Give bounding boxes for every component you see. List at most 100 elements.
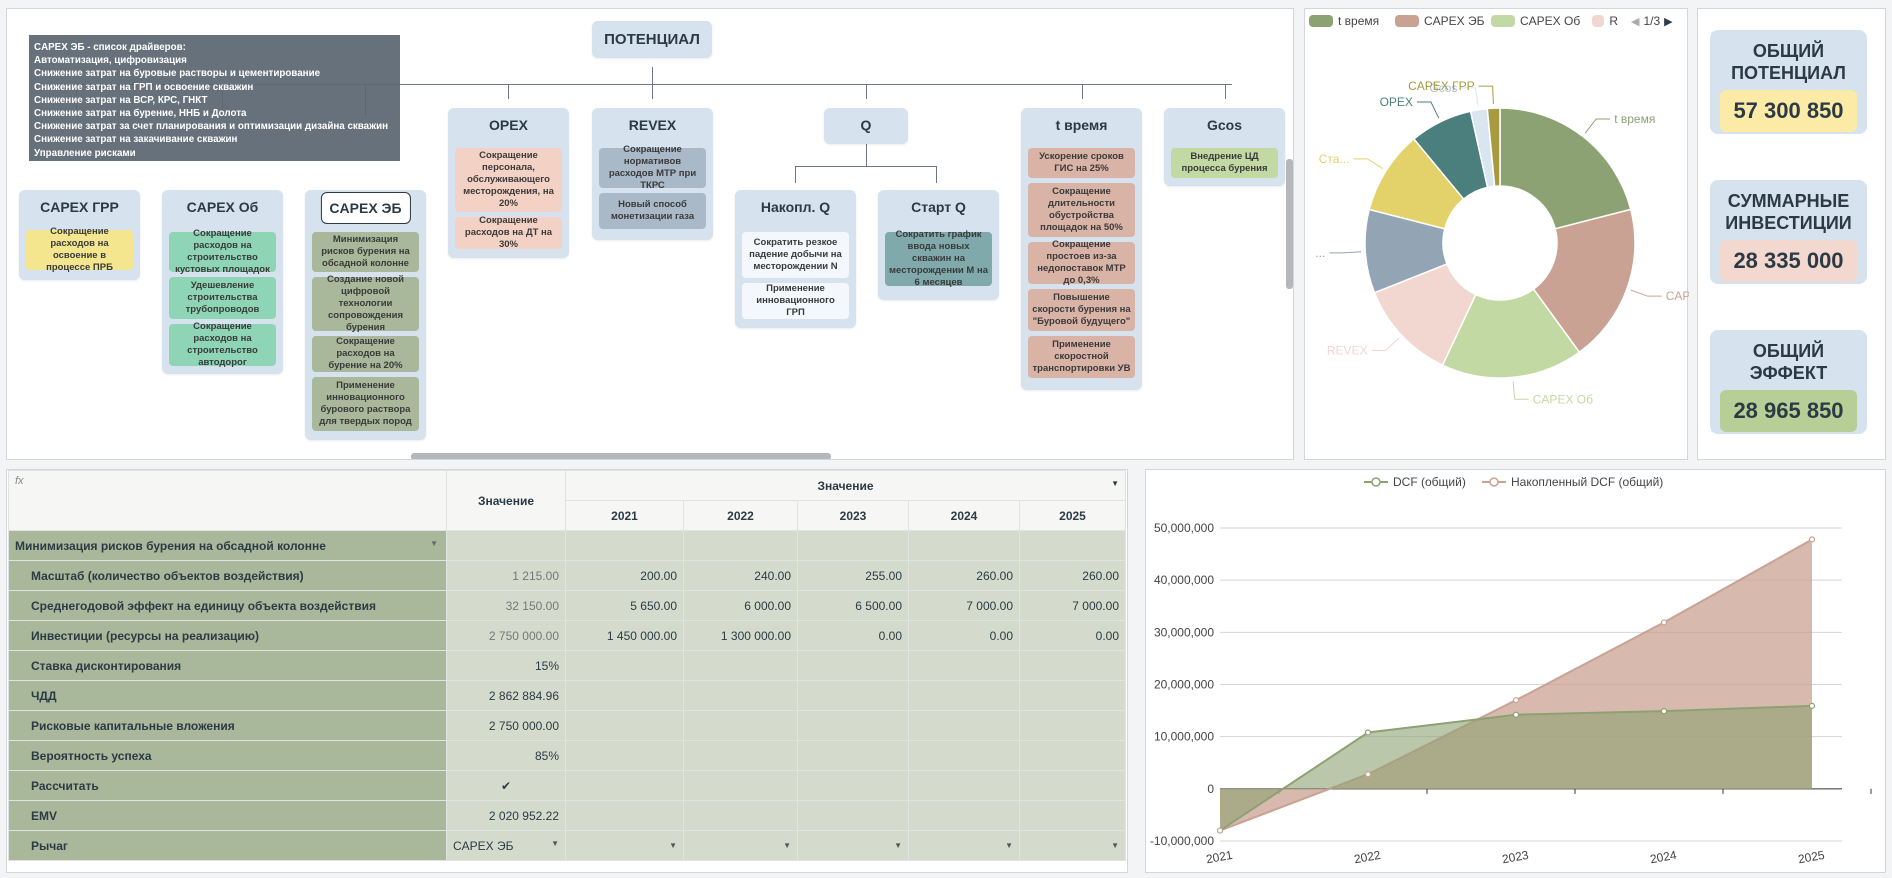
year-cell[interactable]: 0.00 (1019, 620, 1126, 651)
year-cell[interactable] (1019, 650, 1126, 681)
year-cell[interactable] (683, 680, 798, 711)
year-cell[interactable]: 0.00 (908, 620, 1020, 651)
year-cell[interactable]: ▼ (1019, 830, 1126, 861)
year-cell[interactable]: 6 000.00 (683, 590, 798, 621)
year-cell[interactable]: 1 300 000.00 (683, 620, 798, 651)
driver-card[interactable]: Сокращение расходов на бурение на 20% (312, 336, 419, 372)
year-cell[interactable] (565, 740, 684, 771)
lever-dropdown-icon[interactable]: ▼ (551, 838, 559, 848)
driver-card[interactable]: Сокращение расходов на строительство кус… (169, 228, 276, 275)
year-dropdown-icon[interactable]: ▼ (1005, 841, 1013, 850)
year-dropdown-icon[interactable]: ▼ (1111, 841, 1119, 850)
year-cell[interactable] (908, 680, 1020, 711)
driver-card[interactable]: Сокращение длительности обустройства пло… (1028, 183, 1135, 237)
year-cell[interactable] (1019, 740, 1126, 771)
driver-card[interactable]: Создание новой цифровой технологии сопро… (312, 274, 419, 333)
row-value[interactable]: 15% (446, 650, 566, 681)
year-cell[interactable]: ▼ (683, 830, 798, 861)
row-value[interactable]: 2 862 884.96 (446, 680, 566, 711)
vertical-scrollbar[interactable] (1286, 159, 1293, 289)
driver-card[interactable]: Сокращение расходов на строительство авт… (169, 321, 276, 368)
year-cell[interactable]: ▼ (908, 830, 1020, 861)
driver-card[interactable]: Применение инновационного бурового раств… (312, 377, 419, 431)
year-cell[interactable]: 260.00 (908, 560, 1020, 591)
row-dropdown-icon[interactable]: ▼ (430, 538, 438, 548)
year-cell[interactable] (797, 800, 909, 831)
pie-legend-item[interactable]: t время (1309, 14, 1379, 28)
year-cell[interactable]: 255.00 (797, 560, 909, 591)
group-dropdown-icon[interactable]: ▼ (1111, 478, 1119, 488)
year-cell[interactable] (683, 800, 798, 831)
year-cell[interactable] (565, 770, 684, 801)
legend-next-icon[interactable]: ▶ (1664, 15, 1673, 28)
year-cell[interactable] (908, 770, 1020, 801)
year-cell[interactable] (683, 740, 798, 771)
calculate-checkbox[interactable]: ✔ (446, 770, 566, 801)
pie-slice[interactable] (1441, 288, 1581, 379)
value-group-header[interactable]: Значение▼ (565, 470, 1126, 501)
year-cell[interactable]: 200.00 (565, 560, 684, 591)
year-cell[interactable]: 7 000.00 (908, 590, 1020, 621)
chart-legend-item[interactable]: Накопленный DCF (общий) (1482, 475, 1663, 489)
year-cell[interactable] (908, 740, 1020, 771)
driver-card[interactable]: Внедрение ЦД процесса бурения (1171, 148, 1278, 178)
driver-card[interactable]: Применение инновационного ГРП (742, 283, 849, 319)
year-cell[interactable]: ▼ (565, 830, 684, 861)
driver-card[interactable]: Минимизация рисков бурения на обсадной к… (312, 232, 419, 272)
year-cell[interactable] (1019, 710, 1126, 741)
year-cell[interactable] (797, 740, 909, 771)
year-cell[interactable] (565, 680, 684, 711)
category-revex[interactable]: REVEX Сокращение нормативов расходов МТР… (592, 108, 713, 240)
pie-slice[interactable] (1499, 107, 1632, 230)
year-cell[interactable]: 260.00 (1019, 560, 1126, 591)
root-node[interactable]: ПОТЕНЦИАЛ (592, 21, 712, 58)
row-value[interactable]: 32 150.00 (446, 590, 566, 621)
pie-slice[interactable] (1532, 208, 1636, 354)
pie-legend-item[interactable]: CAPEX Об (1491, 14, 1580, 28)
category-t-time[interactable]: t время Ускорение сроков ГИС на 25% Сокр… (1021, 108, 1142, 390)
year-cell[interactable] (908, 650, 1020, 681)
driver-card[interactable]: Сокращение расходов на ДТ на 30% (455, 215, 562, 250)
year-cell[interactable] (683, 770, 798, 801)
pie-legend-item[interactable]: R (1592, 14, 1618, 28)
year-dropdown-icon[interactable]: ▼ (894, 841, 902, 850)
year-cell[interactable]: 0.00 (797, 620, 909, 651)
year-cell[interactable]: 6 500.00 (797, 590, 909, 621)
category-start-q[interactable]: Старт Q Сократить график ввода новых скв… (878, 190, 999, 300)
category-capex-eb[interactable]: CAPEX ЭБ Минимизация рисков бурения на о… (305, 190, 426, 440)
year-cell[interactable] (1019, 770, 1126, 801)
driver-card[interactable]: Ускорение сроков ГИС на 25% (1028, 148, 1135, 178)
legend-pager[interactable]: ◀ 1/3 ▶ (1631, 14, 1673, 28)
pie-legend-item[interactable]: CAPEX ЭБ (1395, 14, 1485, 28)
year-cell[interactable]: 240.00 (683, 560, 798, 591)
year-cell[interactable] (797, 770, 909, 801)
row-value[interactable]: 2 750 000.00 (446, 620, 566, 651)
driver-card[interactable]: Удешевление строительства трубопроводов (169, 277, 276, 319)
horizontal-scrollbar[interactable] (411, 453, 831, 459)
pie-slice[interactable] (1486, 107, 1501, 188)
category-capex-grr[interactable]: CAPEX ГРР Сокращение расходов на освоени… (19, 190, 140, 280)
year-cell[interactable] (1019, 680, 1126, 711)
legend-prev-icon[interactable]: ◀ (1631, 15, 1640, 28)
category-opex[interactable]: OPEX Сокращение персонала, обслуживающег… (448, 108, 569, 258)
category-capex-ob[interactable]: CAPEX Об Сокращение расходов на строител… (162, 190, 283, 374)
row-value[interactable]: 2 020 952.22 (446, 800, 566, 831)
year-cell[interactable]: ▼ (797, 830, 909, 861)
year-cell[interactable] (565, 710, 684, 741)
year-cell[interactable] (683, 650, 798, 681)
chart-legend-item[interactable]: DCF (общий) (1364, 475, 1466, 489)
driver-card[interactable]: Применение скоростной транспортировки УВ (1028, 336, 1135, 378)
driver-card[interactable]: Сокращение простоев из-за недопоставок М… (1028, 239, 1135, 286)
row-value[interactable]: CAPEX ЭБ▼ (446, 830, 566, 861)
year-cell[interactable]: 1 450 000.00 (565, 620, 684, 651)
category-q[interactable]: Q (824, 108, 908, 144)
group-row[interactable]: Минимизация рисков бурения на обсадной к… (8, 530, 1126, 561)
driver-card[interactable]: Сократить график ввода новых скважин на … (885, 229, 992, 288)
row-value[interactable]: 2 750 000.00 (446, 710, 566, 741)
year-cell[interactable] (683, 710, 798, 741)
year-cell[interactable] (797, 680, 909, 711)
year-cell[interactable] (797, 650, 909, 681)
year-dropdown-icon[interactable]: ▼ (669, 841, 677, 850)
driver-card[interactable]: Сокращение расходов на освоение в процес… (26, 226, 133, 273)
category-gcos[interactable]: Gcos Внедрение ЦД процесса бурения (1164, 108, 1285, 186)
